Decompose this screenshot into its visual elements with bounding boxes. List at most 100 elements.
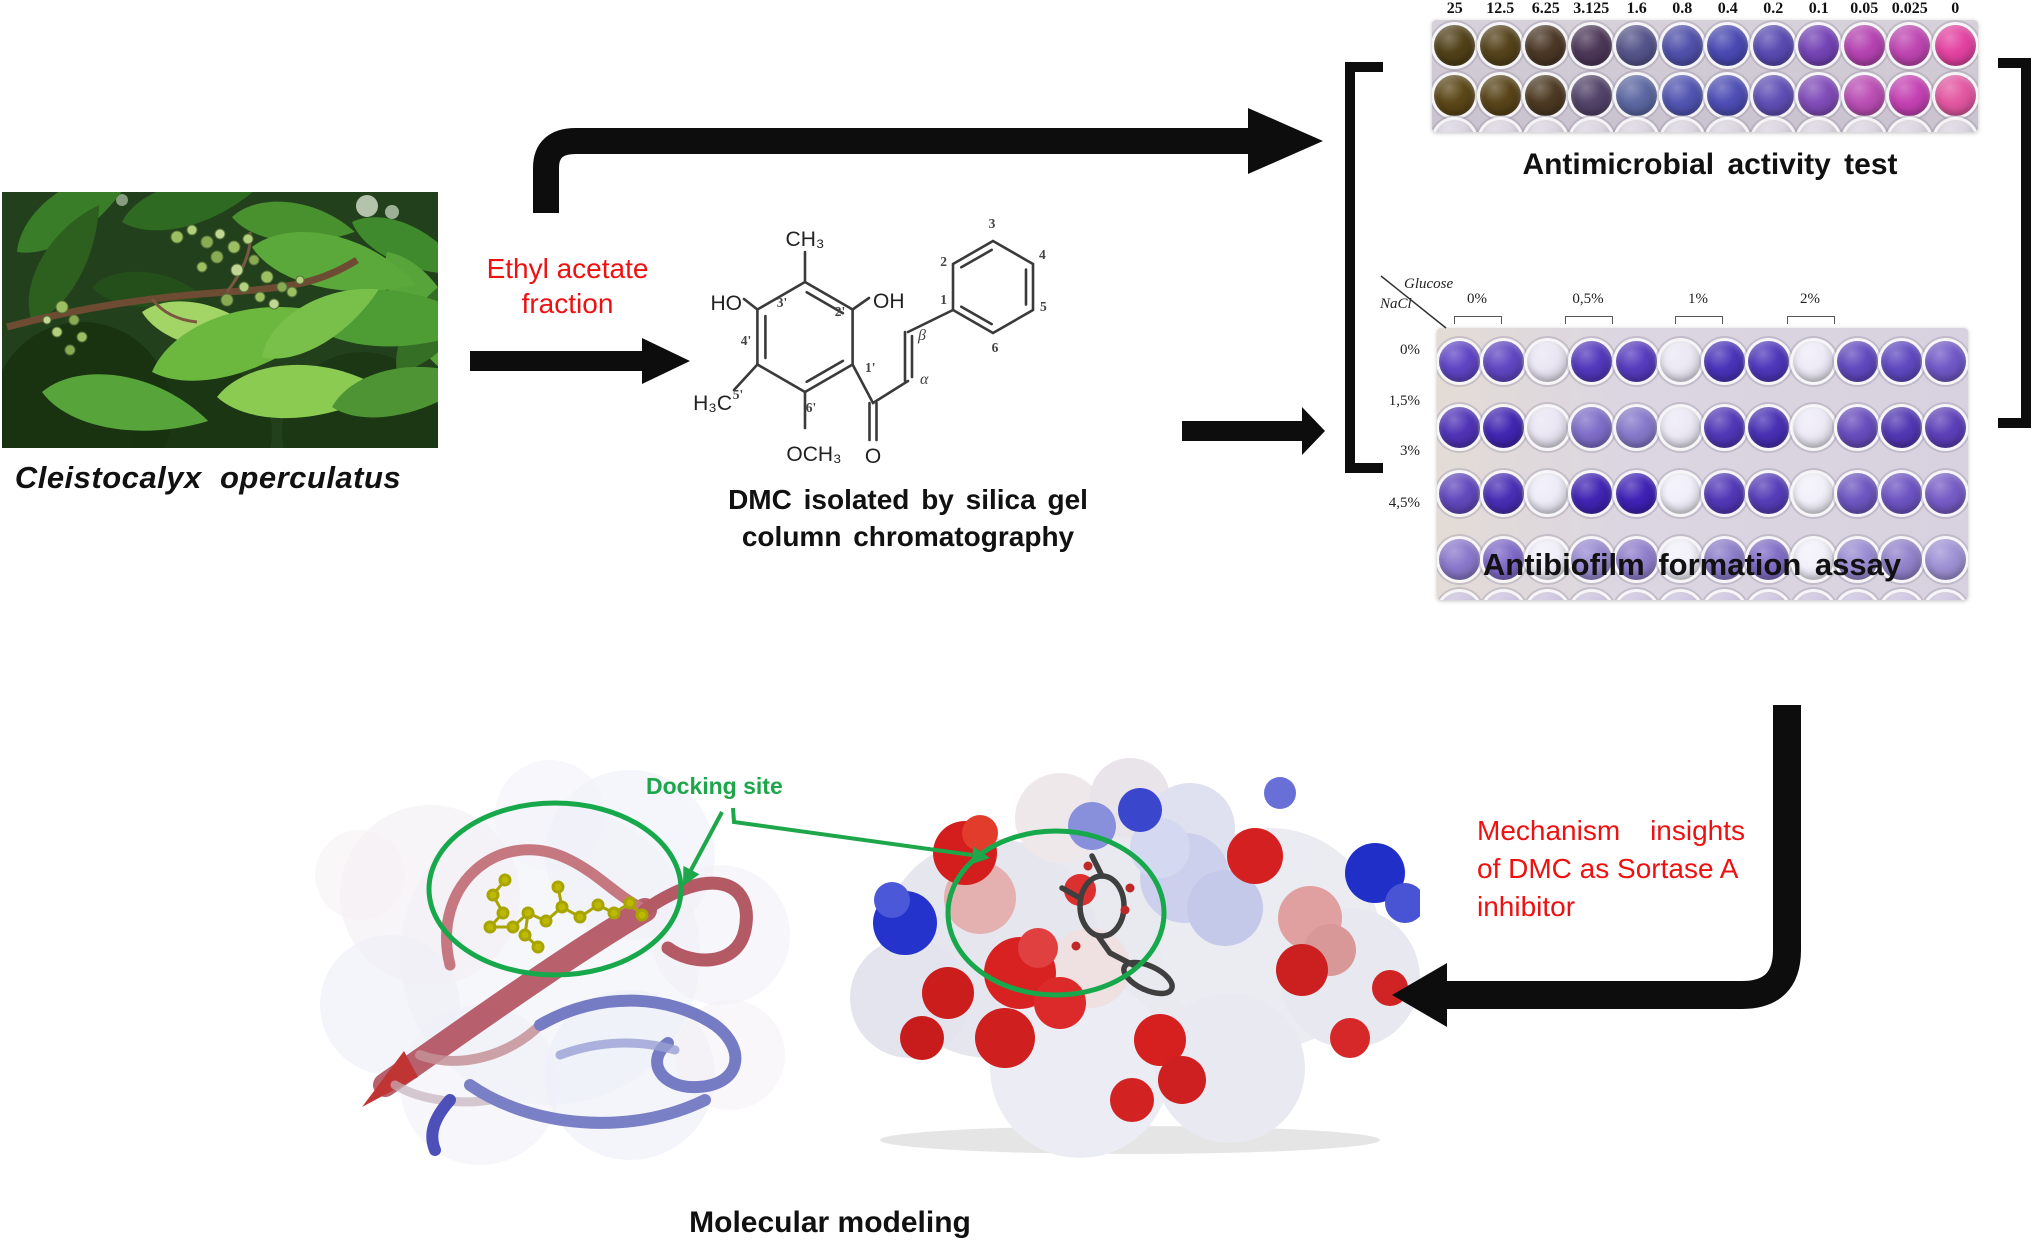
assay-well [1707,74,1749,116]
glucose-level-label: 1% [1688,291,1708,307]
assay-well [1615,472,1657,514]
assay-well [1525,24,1567,66]
assay-well [1889,74,1931,116]
column-group-bracket [1565,316,1613,324]
assay-well [1881,472,1923,514]
assay-well [1659,592,1701,600]
nacl-level-label: 3% [1400,443,1420,459]
assay-well [1704,592,1746,600]
arrow-plant-to-dmc [470,338,690,384]
assay-well [1836,592,1878,600]
assay-well [1438,592,1480,600]
assay-well [1479,24,1521,66]
assay-well [1571,406,1613,448]
assay-well [1934,74,1976,116]
assay-well [1482,340,1524,382]
assay-well [1571,538,1613,580]
assay-well [1925,592,1967,600]
assay-well [1798,120,1840,132]
assay-well [1881,538,1923,580]
svg-text:1: 1 [940,292,947,307]
assay-well [1616,24,1658,66]
assay-well [1934,120,1976,132]
assay-well [1836,472,1878,514]
concentration-label: 25 [1446,0,1463,17]
assay-well [1434,24,1476,66]
antimicrobial-title: Antimicrobial activity test [1522,148,1898,181]
assay-well [1482,472,1524,514]
antimicrobial-plate [1432,20,1978,132]
assay-well [1792,340,1834,382]
assay-well [1836,406,1878,448]
assay-well [1707,120,1749,132]
glucose-level-label: 0,5% [1572,291,1604,307]
concentration-label: 0 [1951,0,1960,17]
assay-well [1836,340,1878,382]
glucose-level-label: 0% [1467,291,1487,307]
assay-well [1659,472,1701,514]
concentration-label: 1.6 [1626,0,1647,17]
blue-ribbons [426,994,742,1156]
assay-well [1748,406,1790,448]
molecular-modeling-title: Molecular modeling [689,1206,971,1239]
assay-well [1434,120,1476,132]
dmc-structure: CH₃ OH HO H₃C OCH₃ O α β 3' 2' 1' 6' 5' … [693,216,1047,468]
concentration-label: 0.1 [1808,0,1829,17]
svg-text:3: 3 [989,216,996,231]
assay-well [1889,120,1931,132]
concentration-label: 0.05 [1850,0,1879,17]
assay-well [1479,120,1521,132]
assay-well [1616,120,1658,132]
assay-well [1570,74,1612,116]
svg-text:3': 3' [777,295,788,310]
assay-well [1527,406,1569,448]
assay-well [1661,120,1703,132]
assay-well [1881,340,1923,382]
svg-text:4': 4' [741,333,752,348]
assay-well [1881,592,1923,600]
svg-text:O: O [865,445,881,468]
glucose-level-label: 2% [1800,291,1820,307]
concentration-label: 0.2 [1763,0,1784,17]
assay-well [1438,406,1480,448]
svg-text:6': 6' [806,400,817,415]
nacl-level-label: 4,5% [1388,495,1420,511]
assay-well [1704,406,1746,448]
assay-well [1438,538,1480,580]
concentration-label: 3.125 [1573,0,1610,17]
assay-well [1570,24,1612,66]
plant-photo [2,192,438,448]
arrow-dmc-to-antimicrobial [533,108,1323,213]
svg-text:2: 2 [940,254,947,269]
glucose-axis-label: Glucose [1404,276,1454,292]
assay-well [1438,340,1480,382]
structure-labels: CH₃ OH HO H₃C OCH₃ O α β 3' 2' 1' 6' 5' … [693,216,1047,468]
assay-well [1798,24,1840,66]
berry-cluster [42,224,305,356]
assay-well [1925,406,1967,448]
surface-model [850,758,1420,1158]
assay-well [1570,120,1612,132]
concentration-label: 0.8 [1672,0,1693,17]
assay-well [1571,592,1613,600]
assay-well [1798,74,1840,116]
assay-well [1525,120,1567,132]
svg-text:1': 1' [865,360,876,375]
assay-well [1748,592,1790,600]
bound-ligand [1059,853,1175,997]
antibiofilm-plate [1437,328,1968,600]
assay-well [1843,24,1885,66]
column-group-bracket [1675,316,1723,324]
assay-well [1434,74,1476,116]
arrow-dmc-to-antibiofilm [1182,407,1325,455]
svg-text:β: β [917,327,926,344]
column-group-bracket [1454,316,1502,324]
assay-well [1752,120,1794,132]
assay-well [1934,24,1976,66]
arrow-assays-to-modeling [1392,705,1801,1027]
assay-well [1792,538,1834,580]
plant-name: Cleistocalyx operculatus [14,460,402,495]
assay-well [1527,592,1569,600]
assay-well [1527,472,1569,514]
